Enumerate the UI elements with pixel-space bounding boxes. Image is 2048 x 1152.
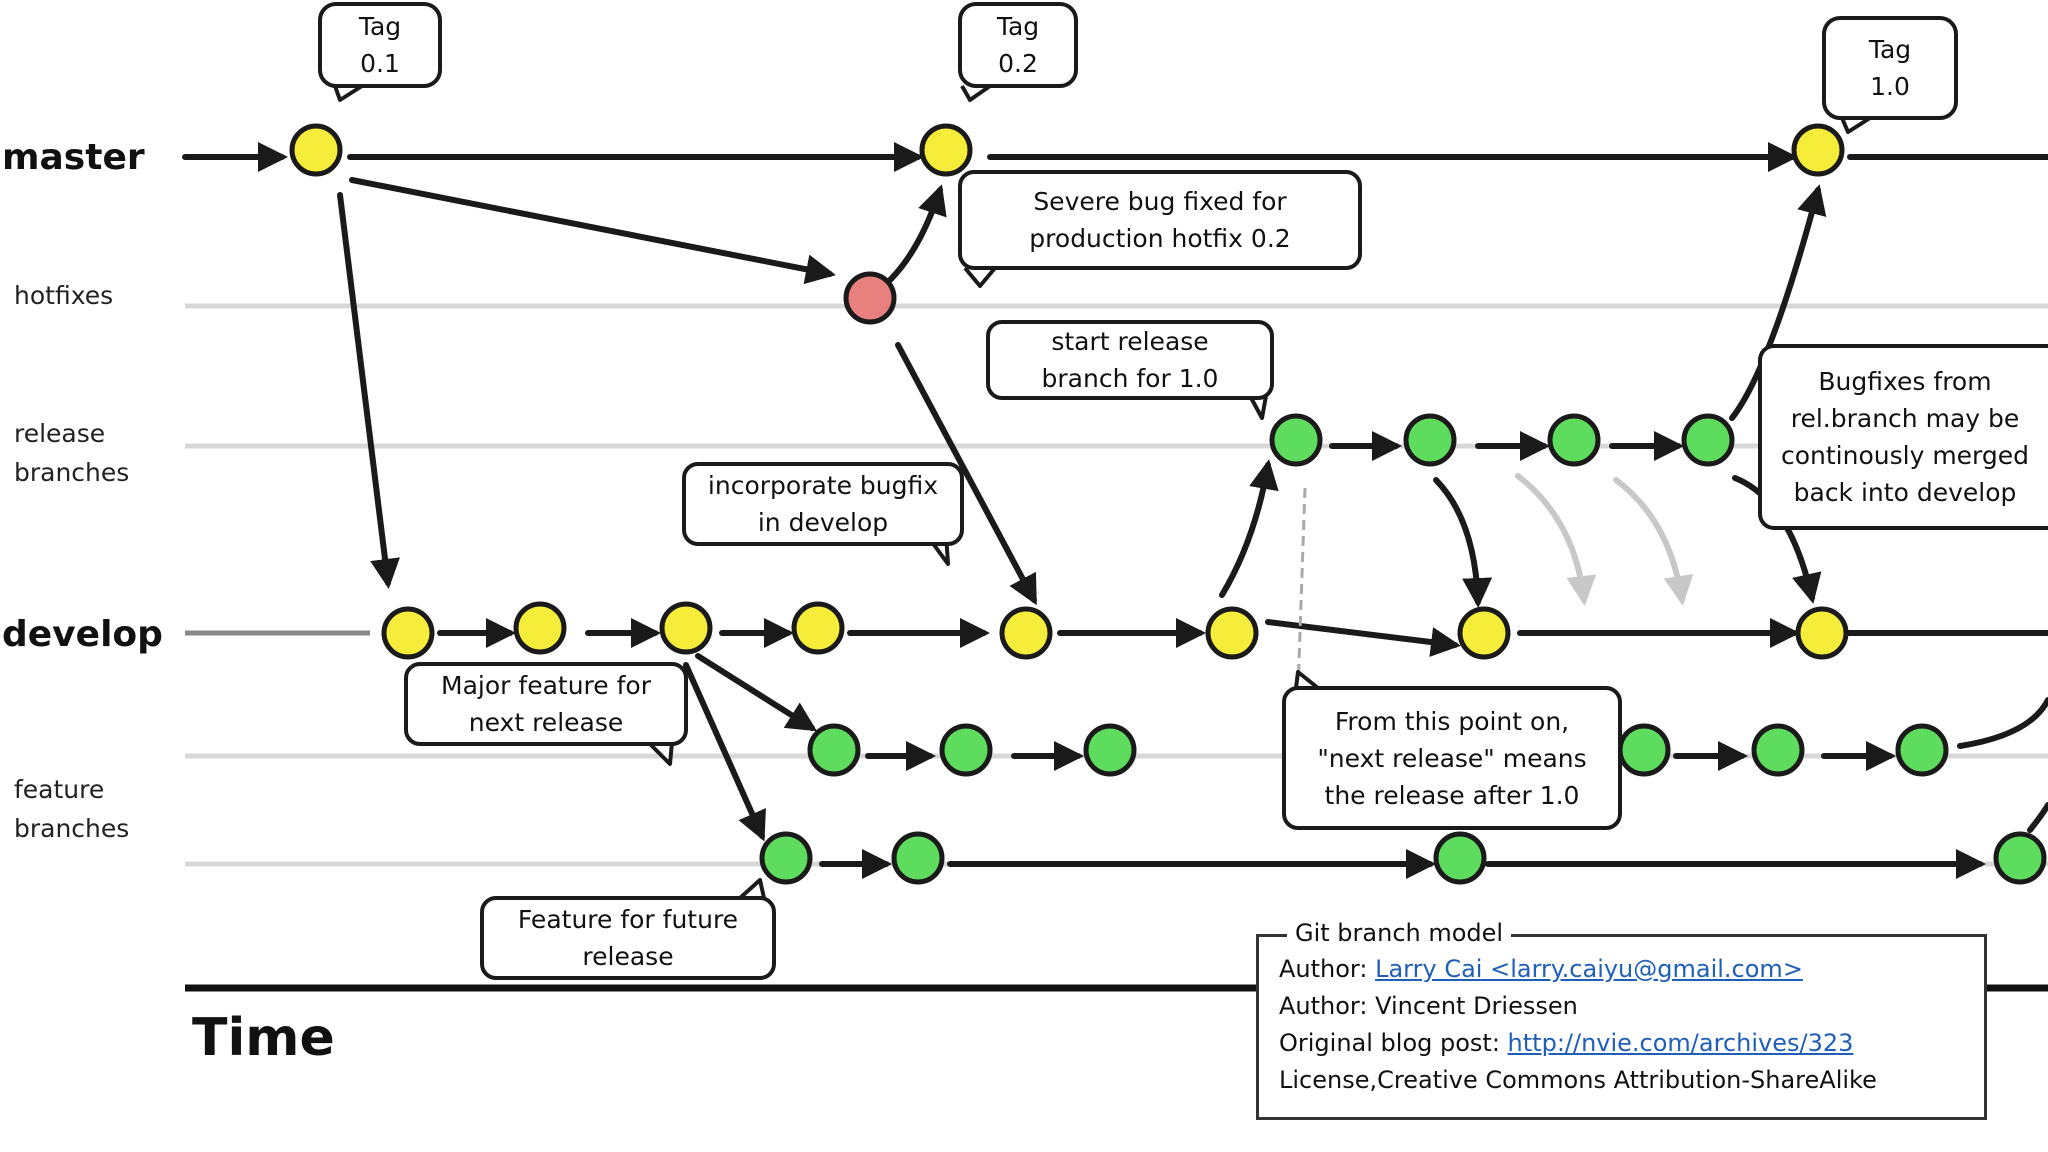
- blog-post-link[interactable]: http://nvie.com/archives/323: [1507, 1029, 1854, 1057]
- callout-future-feature: Feature for future release: [480, 896, 776, 980]
- develop-arrows: [437, 459, 2048, 657]
- feature-commit: [1617, 723, 1671, 777]
- callout-text: From this point on, "next release" means…: [1317, 706, 1587, 810]
- release-commit: [1403, 413, 1457, 467]
- feature-commit: [1433, 831, 1487, 885]
- tag-label: Tag 0.2: [996, 12, 1040, 78]
- callout-text: incorporate bugfix in develop: [707, 471, 939, 537]
- lane-label-hotfixes: hotfixes: [14, 281, 114, 310]
- feature-commit: [1083, 723, 1137, 777]
- callout-start-release: start release branch for 1.0: [986, 320, 1274, 400]
- master-commit: [919, 123, 973, 177]
- feature-commit: [1751, 723, 1805, 777]
- callout-bugfixes-release: Bugfixes from rel.branch may be continou…: [1758, 344, 2048, 530]
- develop-commit: [659, 601, 713, 655]
- callout-severe-bug: Severe bug fixed for production hotfix 0…: [958, 170, 1362, 270]
- lane-label-develop: develop: [2, 614, 163, 655]
- feature-arrows: [683, 653, 2048, 879]
- tag-bubble: Tag 0.1: [318, 2, 442, 88]
- callout-incorporate-bugfix: incorporate bugfix in develop: [682, 462, 964, 546]
- tag-bubble: Tag 1.0: [1822, 16, 1958, 120]
- lane-label-feature: feature branches: [14, 775, 130, 843]
- lane-label-release: release branches: [14, 419, 130, 487]
- develop-commit: [513, 601, 567, 655]
- develop-commit: [1795, 606, 1849, 660]
- tag-label: Tag 1.0: [1868, 35, 1912, 101]
- legend-author1: Author: Larry Cai <larry.caiyu@gmail.com…: [1279, 955, 1803, 983]
- callout-text: Bugfixes from rel.branch may be continou…: [1780, 367, 2030, 507]
- feature-commit: [807, 723, 861, 777]
- lane-label-master: master: [2, 137, 145, 178]
- release-arrows: [1329, 184, 1827, 608]
- callout-text: start release branch for 1.0: [1041, 327, 1219, 393]
- feature-commit: [759, 831, 813, 885]
- callout-text: Major feature for next release: [441, 671, 651, 737]
- develop-commit: [381, 606, 435, 660]
- callout-text: Severe bug fixed for production hotfix 0…: [1029, 187, 1291, 253]
- faded-merge-arrows: [1515, 473, 1694, 606]
- master-commit: [289, 123, 343, 177]
- callout-text: Feature for future release: [517, 905, 739, 971]
- master-arrows: [182, 142, 2048, 606]
- release-commit: [1547, 413, 1601, 467]
- develop-commit: [1457, 606, 1511, 660]
- tag-bubble: Tag 0.2: [958, 2, 1078, 88]
- legend-author2: Author: Vincent Driessen: [1279, 992, 1578, 1020]
- dashed-guide: [1296, 487, 1307, 691]
- release-commit: [1681, 413, 1735, 467]
- legend-box: Git branch model Author: Larry Cai <larr…: [1256, 919, 1987, 1120]
- time-label: Time: [192, 1008, 335, 1068]
- master-commit: [1791, 123, 1845, 177]
- hotfix-commit: [843, 271, 897, 325]
- author-email-link[interactable]: Larry Cai <larry.caiyu@gmail.com>: [1375, 955, 1803, 983]
- develop-commit: [1205, 606, 1259, 660]
- feature-commit: [939, 723, 993, 777]
- legend-title: Git branch model: [1287, 919, 1512, 947]
- tag-label: Tag 0.1: [358, 12, 402, 78]
- legend-author1-prefix: Author:: [1279, 955, 1376, 983]
- commits: [289, 123, 2047, 885]
- legend-blog: Original blog post: http://nvie.com/arch…: [1279, 1029, 1853, 1057]
- feature-commit: [1895, 723, 1949, 777]
- develop-commit: [999, 606, 1053, 660]
- feature-commit: [891, 831, 945, 885]
- legend-blog-prefix: Original blog post:: [1279, 1029, 1508, 1057]
- develop-commit: [791, 601, 845, 655]
- feature-commit: [1993, 831, 2047, 885]
- legend-license: License,Creative Commons Attribution-Sha…: [1279, 1066, 1877, 1094]
- release-commit: [1269, 413, 1323, 467]
- callout-from-this-point: From this point on, "next release" means…: [1282, 686, 1622, 830]
- callout-major-feature: Major feature for next release: [404, 662, 688, 746]
